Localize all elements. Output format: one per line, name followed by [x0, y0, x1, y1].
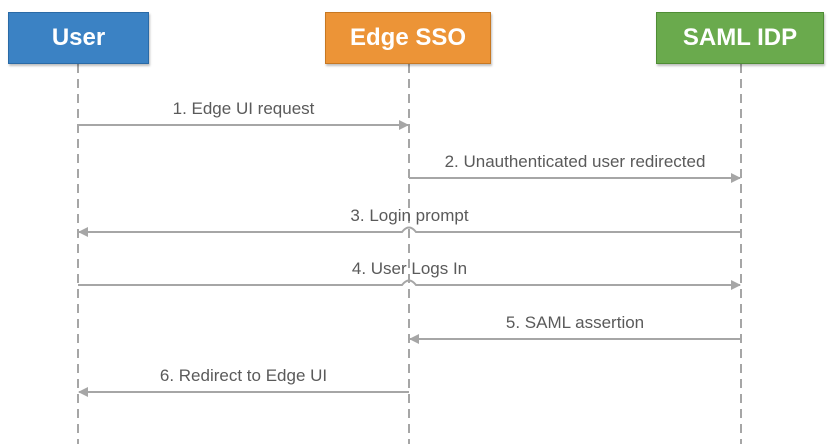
message-label-4: 4. User Logs In [351, 259, 468, 278]
message-label-6: 6. Redirect to Edge UI [159, 366, 328, 385]
message-label-5: 5. SAML assertion [505, 313, 645, 332]
actor-user-label: User [51, 24, 106, 51]
actor-user-box: User [8, 12, 149, 64]
message-label-1: 1. Edge UI request [172, 99, 315, 118]
actor-edge-box: Edge SSO [325, 12, 491, 64]
message-arrow-3 [78, 226, 741, 237]
actor-idp-label: SAML IDP [682, 24, 798, 51]
actor-edge-label: Edge SSO [349, 24, 467, 51]
message-arrow-4 [78, 279, 741, 290]
actor-idp-box: SAML IDP [656, 12, 824, 64]
message-label-2: 2. Unauthenticated user redirected [444, 152, 706, 171]
message-label-3: 3. Login prompt [350, 206, 469, 225]
